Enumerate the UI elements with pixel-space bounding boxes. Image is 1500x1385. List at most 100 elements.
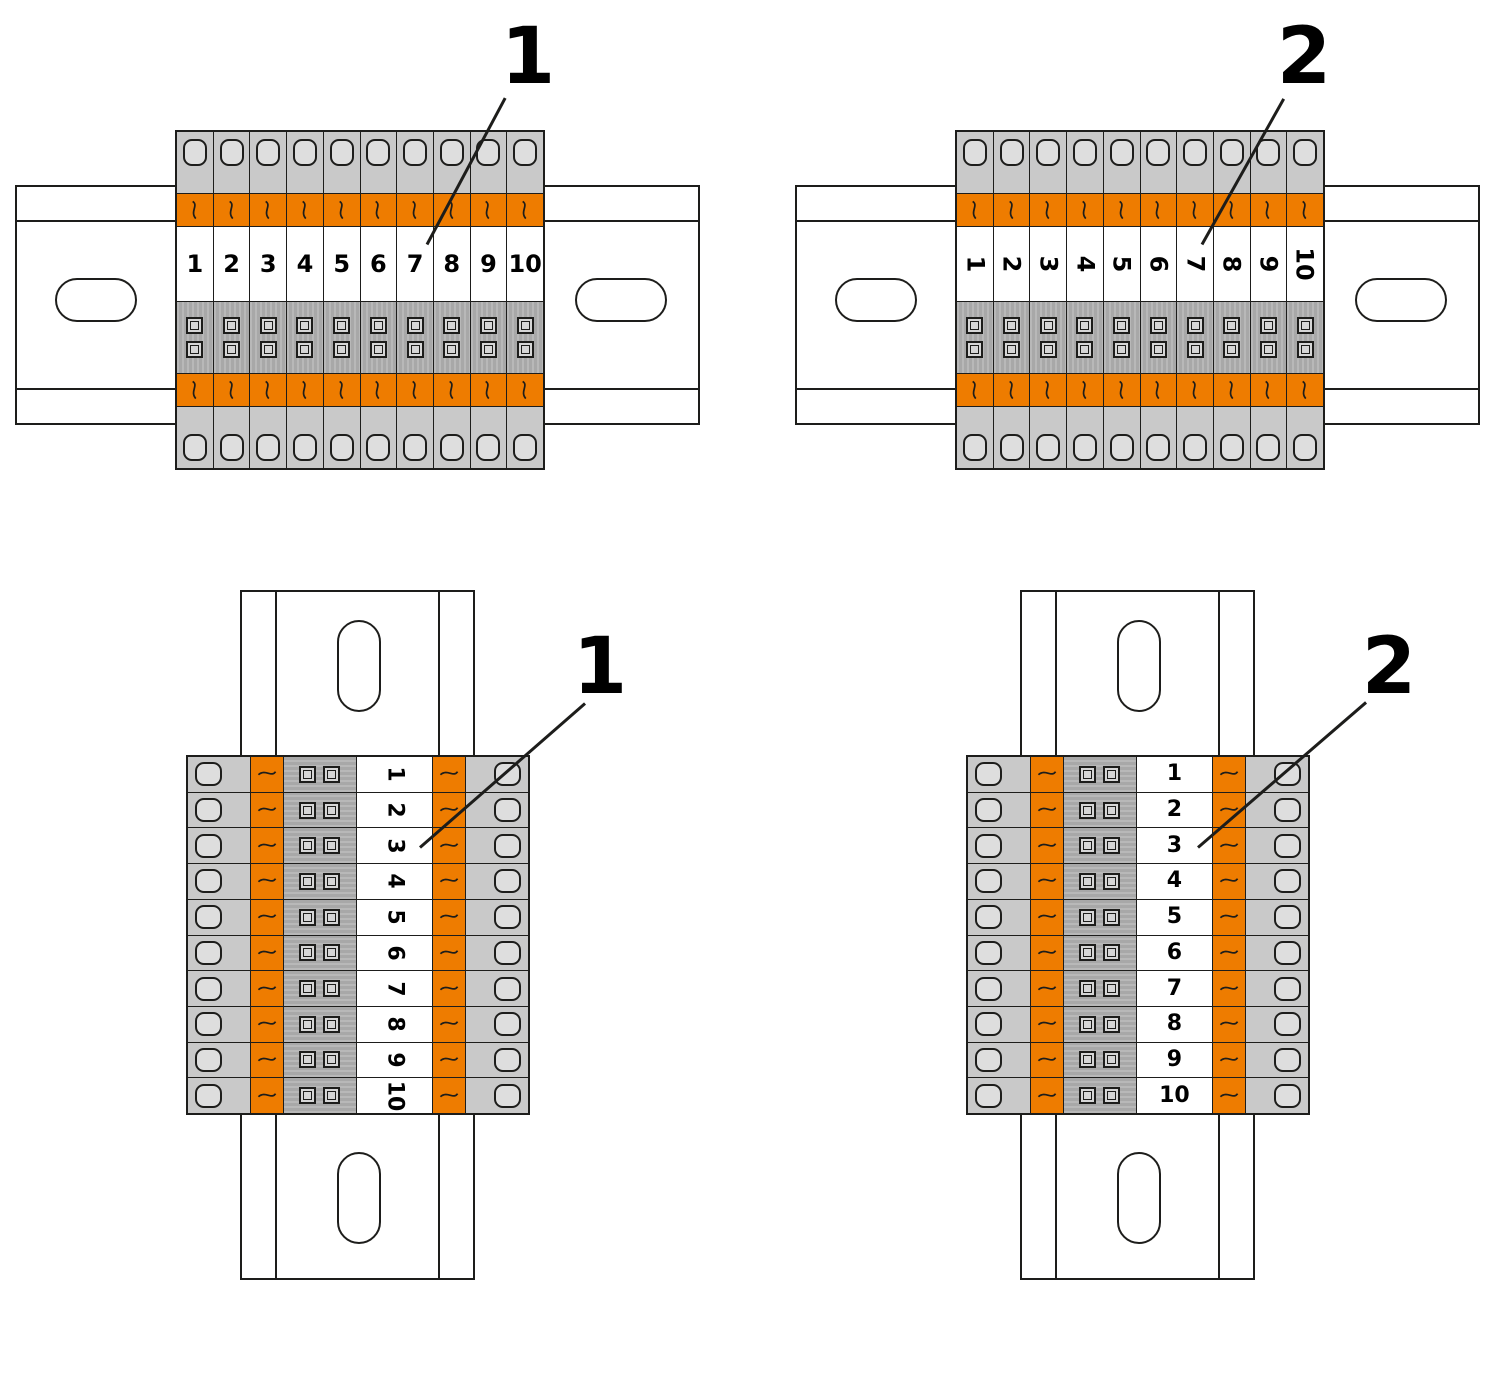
orange-lever [1212, 1006, 1246, 1042]
marker-label: 10 [1287, 225, 1324, 302]
lever-slot-curve [440, 771, 459, 776]
lever-slot-curve [1037, 807, 1057, 812]
screw-section [957, 301, 993, 374]
marker-label: 2 [213, 225, 250, 302]
clamp-section [188, 828, 250, 864]
terminal-block: 3 [188, 827, 528, 864]
lever-slot-curve [440, 807, 459, 812]
marker-label: 1 [355, 757, 433, 792]
terminal-number: 8 [443, 250, 461, 279]
marker-label: 3 [250, 225, 287, 302]
clamp-section [465, 1042, 528, 1078]
lever-slot-curve [1192, 200, 1197, 220]
lever-slot-curve [257, 914, 277, 919]
orange-lever [1103, 193, 1140, 226]
terminal-screw [975, 1012, 1002, 1037]
test-point-screw [406, 317, 424, 335]
lever-slot-curve [1082, 200, 1087, 220]
orange-lever [1287, 193, 1324, 226]
lever-slot-curve [1037, 771, 1057, 776]
clamp-section [1245, 1006, 1308, 1042]
terminal-number: 5 [1166, 904, 1183, 930]
test-point-screw [299, 1015, 317, 1033]
clamp-section [465, 792, 528, 828]
marker-label: 8 [433, 225, 470, 302]
terminal-screw [1072, 139, 1097, 166]
lever-slot-curve [191, 200, 197, 220]
test-point-screw [333, 341, 351, 359]
orange-lever [1250, 193, 1287, 226]
marker-label: 6 [1135, 935, 1213, 971]
test-point-screw [296, 317, 314, 335]
screw-section [282, 757, 356, 792]
terminal-number: 10 [508, 250, 542, 279]
terminal-block: 2 [968, 791, 1308, 828]
rail-mounting-slot [1355, 278, 1447, 322]
test-point-screw [259, 317, 277, 335]
orange-lever [1177, 373, 1213, 406]
screw-section [282, 899, 356, 935]
test-point-screw [1103, 1087, 1121, 1105]
test-point-screw [369, 317, 387, 335]
orange-lever [1029, 757, 1063, 792]
marker-label: 1 [177, 225, 213, 302]
lever-slot-curve [440, 842, 459, 848]
lever-slot-curve [257, 1021, 277, 1026]
clamp-section [1287, 405, 1324, 469]
test-point-screw [323, 765, 341, 783]
clamp-section [1140, 132, 1177, 194]
clamp-section [188, 899, 250, 935]
test-point-screw [1296, 317, 1314, 335]
clamp-section [360, 132, 397, 194]
terminal-block: 5 [188, 898, 528, 935]
test-point-screw [966, 341, 984, 359]
test-point-screw [1079, 1087, 1097, 1105]
screw-section [282, 935, 356, 971]
lever-slot-curve [1265, 200, 1270, 220]
terminal-screw [476, 434, 501, 462]
test-point-screw [323, 872, 341, 890]
test-point-screw [479, 341, 497, 359]
lever-slot-curve [265, 200, 270, 220]
terminal-block: 9 [1249, 132, 1287, 469]
test-point-screw [1103, 908, 1121, 926]
clamp-section [188, 971, 250, 1006]
terminal-screw [1109, 139, 1134, 166]
screw-section [1140, 301, 1177, 374]
test-point-screw [369, 341, 387, 359]
screw-section [250, 301, 287, 374]
test-point-screw [323, 980, 341, 998]
test-point-screw [516, 341, 534, 359]
orange-lever [249, 971, 283, 1006]
clamp-section [968, 792, 1030, 828]
terminal-screw [999, 434, 1024, 462]
clamp-section [433, 132, 470, 194]
terminal-screw [1183, 139, 1208, 166]
lever-slot-curve [338, 380, 344, 400]
marker-label: 6 [360, 225, 397, 302]
marker-label: 5 [1103, 225, 1140, 302]
test-point-screw [1113, 341, 1131, 359]
test-point-screw [1079, 980, 1097, 998]
orange-lever [993, 193, 1030, 226]
rail-mounting-slot [337, 620, 381, 712]
terminal-block: 7 [188, 970, 528, 1006]
clamp-section [1103, 132, 1140, 194]
screw-section [1030, 301, 1067, 374]
terminal-screw [1146, 434, 1171, 462]
screw-section [507, 301, 544, 374]
screw-section [282, 864, 356, 899]
lever-slot-curve [1008, 200, 1014, 220]
clamp-section [465, 1078, 528, 1114]
marker-label: 8 [355, 1006, 433, 1042]
test-point-screw [1039, 341, 1057, 359]
lever-slot-curve [1037, 1057, 1057, 1062]
test-point-screw [1103, 801, 1121, 819]
test-point-screw [1223, 317, 1241, 335]
lever-slot-curve [1220, 878, 1239, 883]
terminal-screw [975, 976, 1002, 1001]
terminal-block: 6 [188, 934, 528, 971]
orange-lever [1029, 935, 1063, 971]
terminal-screw [1219, 139, 1244, 166]
